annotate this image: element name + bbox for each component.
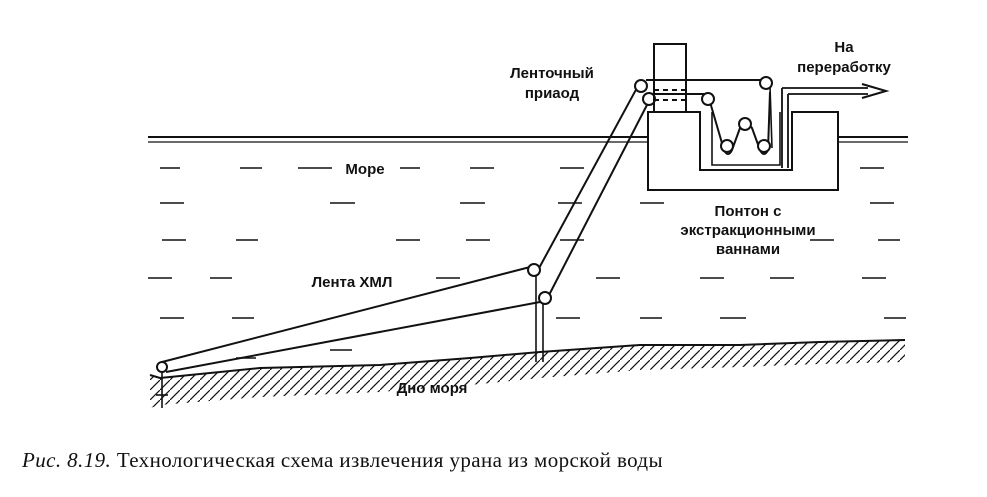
belt-drive-label-2: приаод: [525, 85, 580, 102]
hml-belt: [161, 85, 649, 373]
to-processing-label-2: переработку: [797, 59, 891, 76]
left-anchor: [156, 370, 168, 408]
figure-caption: Рис. 8.19. Технологическая схема извлече…: [22, 448, 663, 473]
bottom-pulley: [156, 361, 168, 373]
sea-label: Море: [345, 161, 384, 178]
to-processing-label: На: [834, 39, 854, 56]
mid-pulley-lower: [538, 291, 552, 305]
caption-text: Технологическая схема извлечения урана и…: [116, 448, 664, 472]
bath-rollers: [701, 76, 773, 153]
pontoon-label-3: ваннами: [716, 241, 780, 258]
output-pipe: [781, 83, 890, 168]
pontoon-label-2: экстракционными: [680, 222, 815, 239]
caption-number: Рис. 8.19.: [22, 448, 112, 472]
seabed: [149, 339, 906, 408]
belt-pulleys: [156, 79, 656, 373]
pontoon: [647, 111, 839, 191]
pontoon-label: Понтон с: [715, 203, 782, 220]
drive-pulley-upper: [634, 79, 648, 93]
belt-drive-tower: [653, 43, 687, 113]
belt-label: Лента ХМЛ: [312, 274, 393, 291]
mid-support-post: [535, 272, 544, 362]
mid-pulley-upper: [527, 263, 541, 277]
sea-surface: [148, 136, 908, 143]
seabed-label: Дно моря: [397, 380, 468, 397]
water-dashes: [148, 167, 906, 359]
belt-drive-label: Ленточный: [510, 65, 594, 82]
